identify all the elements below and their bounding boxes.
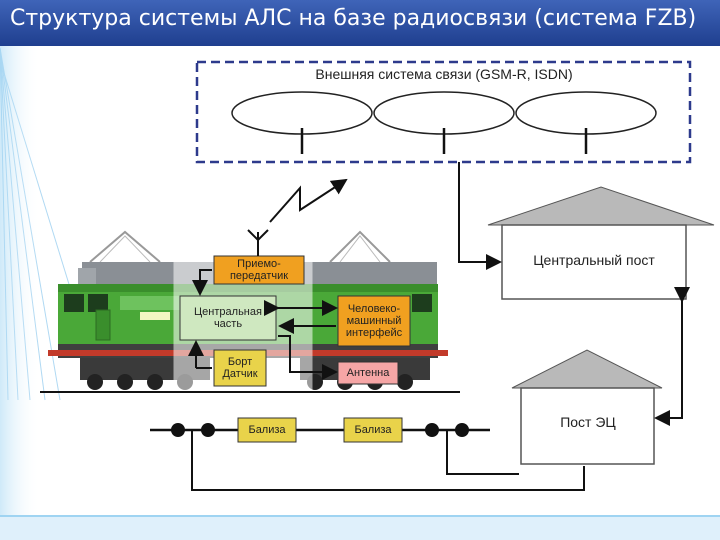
wheel <box>397 374 413 390</box>
link-balise-ec <box>191 430 585 491</box>
ec-post-box <box>520 387 655 465</box>
central-post-label: Центральный пост <box>533 252 655 269</box>
balise-box-1 <box>237 417 297 443</box>
network-ellipse <box>373 91 515 135</box>
balise-node <box>201 423 215 437</box>
balise-box-2 <box>343 417 403 443</box>
slide-title: Структура системы АЛС на базе радиосвязи… <box>10 6 697 31</box>
radio-link-arrow <box>269 178 348 223</box>
network-ellipse <box>515 91 657 135</box>
transceiver-label: Приемо-передатчик <box>229 257 289 282</box>
link-track-ec <box>446 430 519 475</box>
antenna-icon-top <box>247 229 269 242</box>
transceiver-box <box>213 255 305 285</box>
antenna-box <box>337 361 399 385</box>
network-ellipse <box>231 91 373 135</box>
wheel <box>87 374 103 390</box>
link-external-central <box>458 162 502 270</box>
arrow-transceiver-central <box>192 269 212 296</box>
balise-label: Бализа <box>248 423 286 436</box>
ec-post-label: Пост ЭЦ <box>560 414 616 431</box>
wheel <box>117 374 133 390</box>
sensor-label: Борт Датчик <box>222 355 258 380</box>
footer-stripe <box>0 516 720 540</box>
central-unit-label: Центральная часть <box>194 305 262 330</box>
wheel <box>147 374 163 390</box>
arrow-central-antenna <box>278 335 338 380</box>
balise-label: Бализа <box>354 423 392 436</box>
sensor-box <box>213 349 267 387</box>
link-central-ec <box>654 287 690 426</box>
balise-node <box>171 423 185 437</box>
title-bar <box>0 0 720 46</box>
central-post-box <box>501 224 687 300</box>
ray-glow <box>0 46 40 540</box>
central-unit-box <box>179 295 277 341</box>
hmi-box <box>337 295 411 347</box>
central-post-roof <box>487 186 715 226</box>
balise-node <box>455 423 469 437</box>
antenna-label: Антенна <box>346 366 390 379</box>
external-system-label: Внешняя система связи (GSM-R, ISDN) <box>315 66 573 83</box>
hmi-label: Человеко-машинный интерфейс <box>345 302 403 340</box>
ec-post-roof <box>511 349 663 389</box>
balise-node <box>425 423 439 437</box>
